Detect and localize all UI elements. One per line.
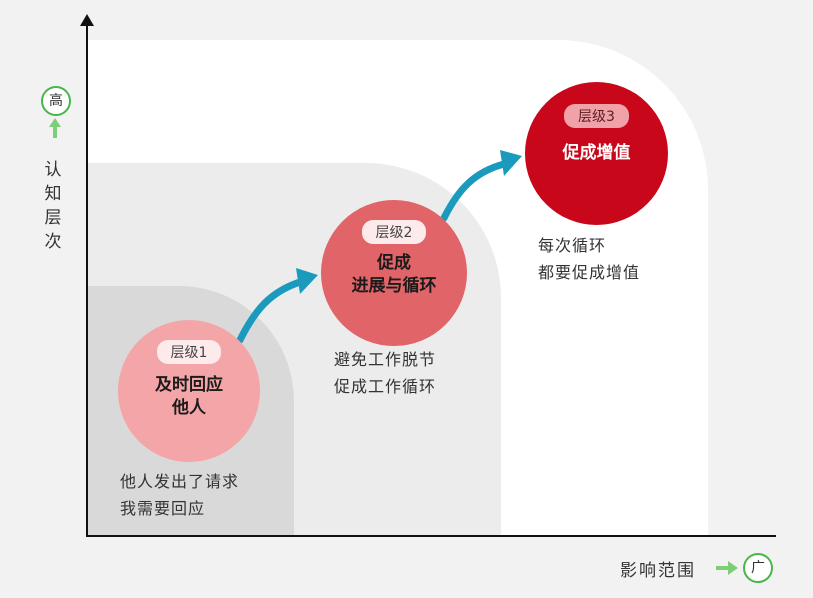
level-3-badge: 层级3 — [564, 104, 629, 128]
right-arrow-icon — [716, 561, 738, 575]
level-1-circle: 层级1 及时回应 他人 — [118, 320, 260, 462]
y-axis-label: 认 知 层 次 — [44, 160, 62, 252]
level-1-badge: 层级1 — [156, 340, 222, 364]
growth-arrowhead-1-2 — [296, 268, 318, 294]
level-2-title: 促成 进展与循环 — [351, 253, 437, 296]
level-2-desc-line-2: 促成工作循环 — [334, 377, 437, 396]
x-axis-line — [86, 535, 776, 537]
level-3-circle: 层级3 促成增值 — [525, 82, 668, 225]
y-axis-arrowhead — [80, 14, 94, 26]
level-1-description: 他人发出了请求 我需要回应 — [120, 468, 239, 522]
level-3-desc-line-1: 每次循环 — [538, 236, 607, 255]
level-1-desc-line-1: 他人发出了请求 — [120, 472, 240, 491]
level-3-title: 促成增值 — [562, 143, 631, 163]
level-1-desc-line-2: 我需要回应 — [120, 499, 206, 518]
y-axis-line — [86, 22, 88, 537]
level-2-description: 避免工作脱节 促成工作循环 — [334, 346, 436, 400]
level-3-desc-line-2: 都要促成增值 — [538, 263, 641, 282]
level-2-desc-line-1: 避免工作脱节 — [334, 350, 437, 369]
growth-arrow-2-3 — [440, 160, 508, 222]
up-arrow-icon — [49, 118, 61, 138]
level-2-circle: 层级2 促成 进展与循环 — [321, 200, 467, 346]
growth-arrow-1-2 — [236, 278, 304, 344]
growth-arrowhead-2-3 — [500, 150, 522, 176]
level-1-title: 及时回应 他人 — [155, 375, 223, 418]
level-3-description: 每次循环 都要促成增值 — [538, 232, 640, 286]
level-2-badge: 层级2 — [361, 220, 427, 244]
high-marker: 高 — [41, 86, 71, 116]
wide-marker: 广 — [743, 553, 773, 583]
x-axis-label: 影响范围 — [620, 561, 696, 581]
